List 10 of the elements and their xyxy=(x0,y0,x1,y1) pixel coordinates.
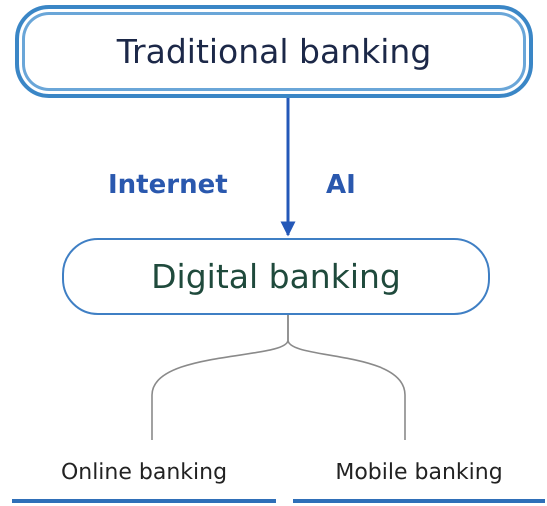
node-label: Traditional banking xyxy=(116,32,432,71)
brace-line xyxy=(287,315,406,440)
arrow xyxy=(280,98,296,236)
rounded-box xyxy=(15,5,533,98)
arrow-caption: Internet xyxy=(108,170,228,200)
rounded-box xyxy=(62,238,490,315)
arrow-caption: AI xyxy=(326,170,356,200)
node-label: Mobile banking xyxy=(335,460,503,485)
node-label: Online banking xyxy=(60,460,228,485)
node-label: Digital banking xyxy=(151,257,401,296)
